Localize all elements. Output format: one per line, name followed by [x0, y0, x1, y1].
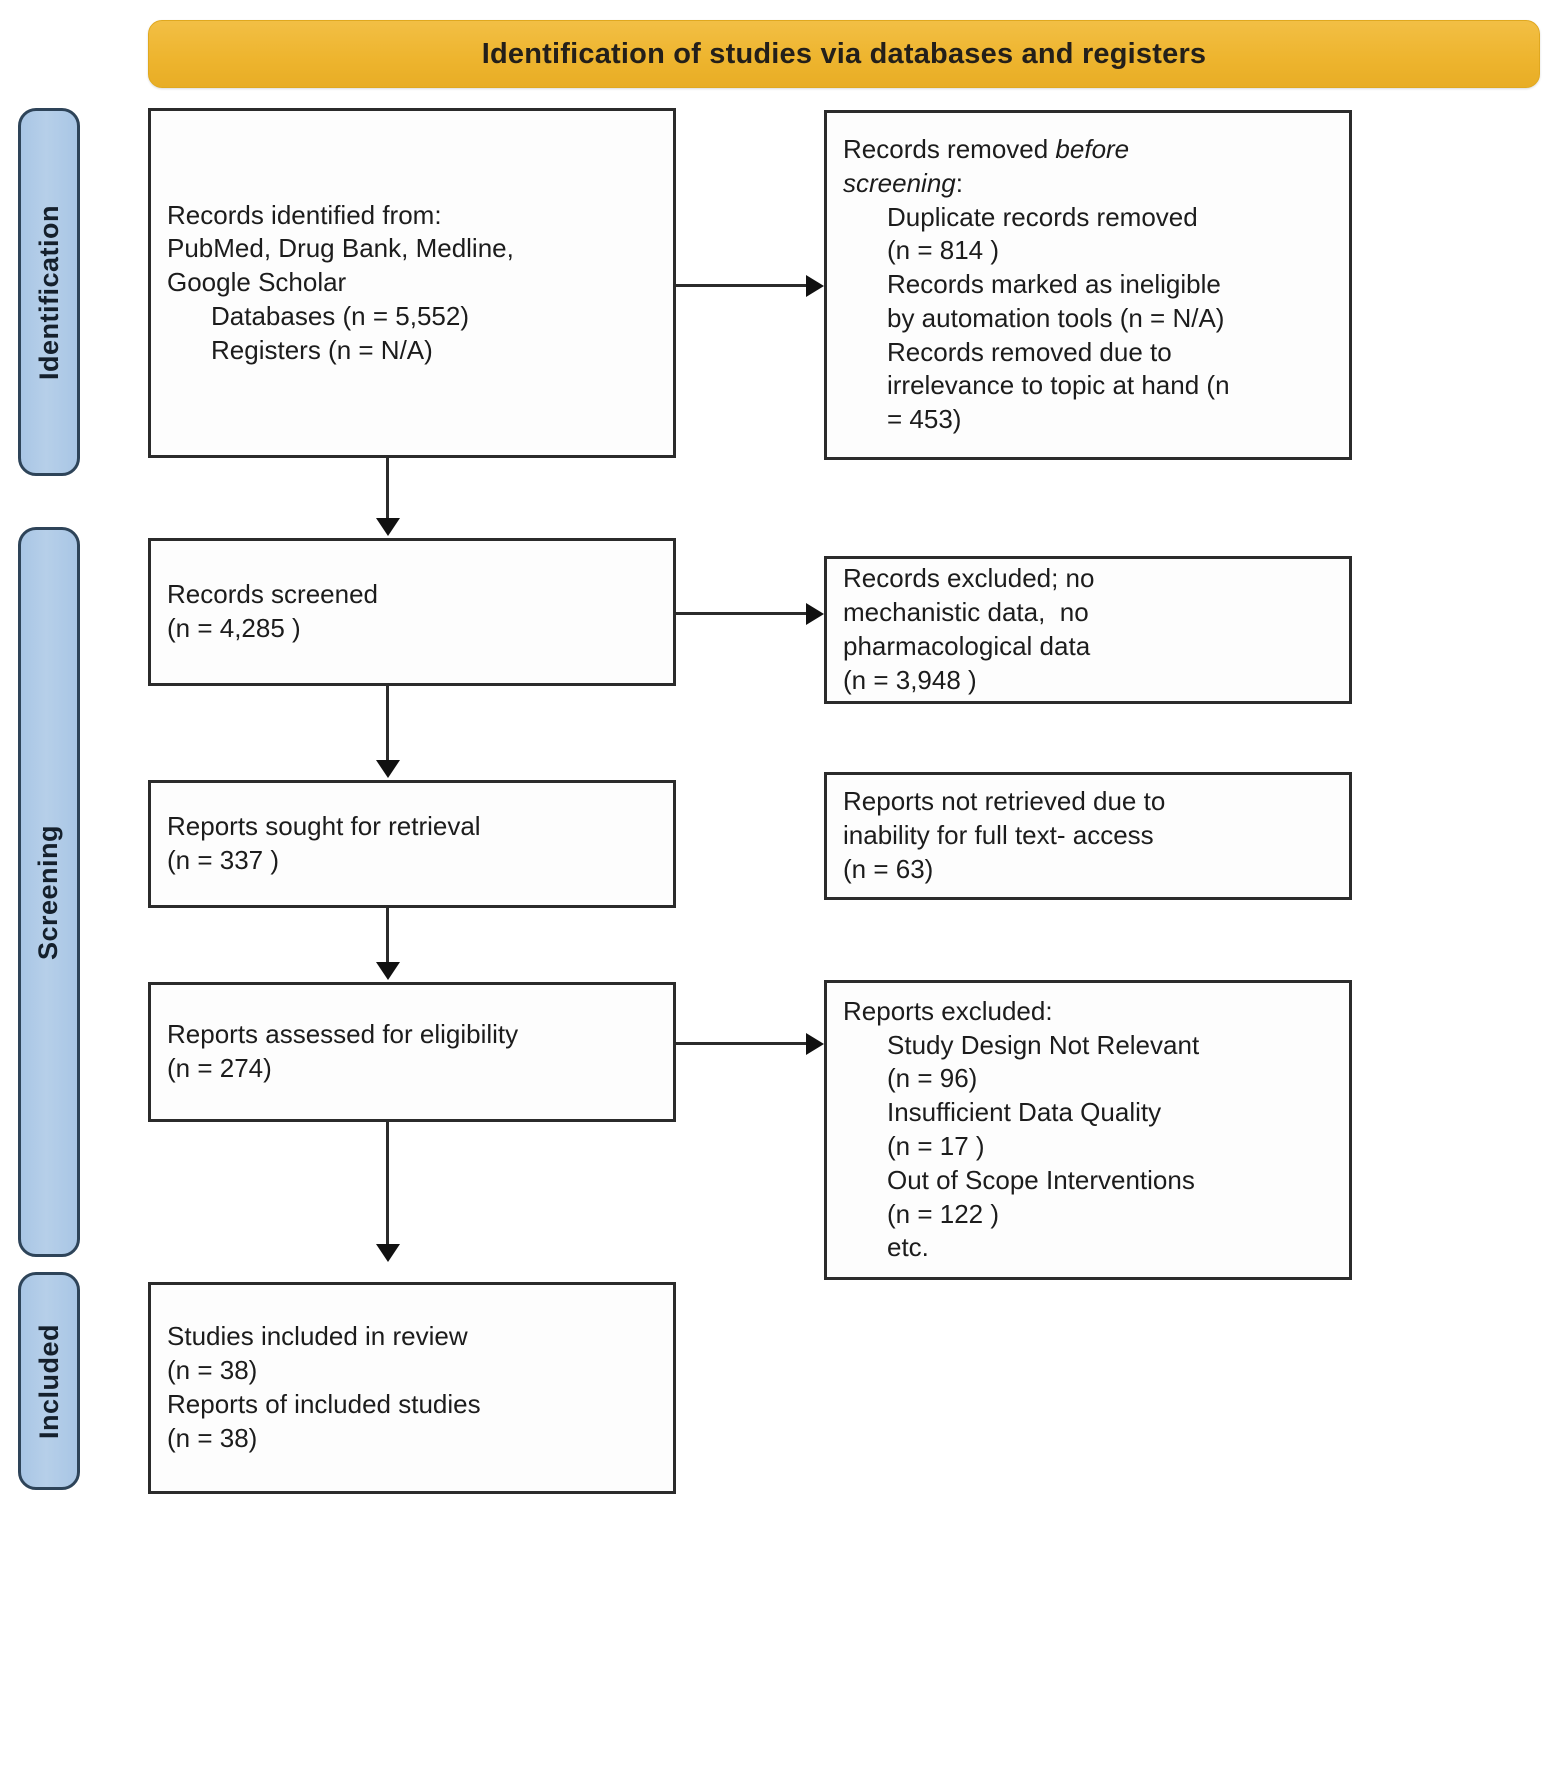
reports-sought-label: Reports sought for retrieval [167, 811, 481, 842]
records-excluded-count: (n = 3,948 ) [843, 664, 977, 695]
phase-rail-identification: Identification [18, 108, 80, 476]
arrow-screened-to-excluded [806, 603, 824, 625]
box-records-excluded: Records excluded; no mechanistic data, n… [824, 556, 1352, 704]
studies-included-count: (n = 38) [167, 1355, 258, 1386]
records-ineligible-automation-line-2: by automation tools (n = N/A) [887, 302, 1225, 333]
records-excluded-line-1: Records excluded; no [843, 563, 1095, 594]
arrow-assessed-to-reports-excluded [806, 1033, 824, 1055]
records-identified-registers-count: Registers (n = N/A) [211, 334, 433, 365]
connector-screened-to-sought [386, 686, 389, 762]
arrow-screened-to-sought [376, 760, 400, 778]
reports-not-retrieved-line-1: Reports not retrieved due to [843, 786, 1166, 817]
connector-screened-to-excluded [676, 612, 806, 615]
records-identified-line-3: Google Scholar [167, 267, 347, 298]
records-excluded-line-3: pharmacological data [843, 631, 1091, 661]
phase-rail-included-label: Included [33, 1323, 64, 1439]
phase-rail-identification-label: Identification [33, 204, 64, 380]
box-reports-not-retrieved: Reports not retrieved due to inability f… [824, 772, 1352, 900]
connector-assessed-to-included [386, 1122, 389, 1246]
connector-identified-to-screened [386, 458, 389, 520]
box-reports-excluded: Reports excluded: Study Design Not Relev… [824, 980, 1352, 1280]
connector-identified-to-removed [676, 284, 806, 287]
reports-not-retrieved-count: (n = 63) [843, 853, 934, 884]
records-identified-databases-count: Databases (n = 5,552) [211, 300, 469, 331]
records-screened-label: Records screened [167, 579, 378, 610]
box-reports-sought-for-retrieval: Reports sought for retrieval (n = 337 ) [148, 780, 676, 908]
connector-assessed-to-reports-excluded [676, 1042, 806, 1045]
arrow-sought-to-assessed [376, 962, 400, 980]
reports-of-included-studies-count: (n = 38) [167, 1422, 258, 1453]
records-ineligible-automation-line-1: Records marked as ineligible [887, 269, 1221, 300]
duplicate-records-removed-count: (n = 814 ) [887, 235, 1000, 266]
phase-rail-screening-label: Screening [33, 824, 64, 960]
reports-excluded-study-design-label: Study Design Not Relevant [887, 1029, 1200, 1060]
reports-excluded-data-quality-count: (n = 17 ) [887, 1131, 985, 1161]
reports-assessed-label: Reports assessed for eligibility [167, 1019, 519, 1050]
reports-excluded-etc: etc. [887, 1232, 929, 1263]
arrow-assessed-to-included [376, 1244, 400, 1262]
records-identified-line-1: Records identified from: [167, 199, 442, 230]
reports-assessed-count: (n = 274) [167, 1053, 272, 1083]
phase-rail-included: Included [18, 1272, 80, 1490]
records-removed-irrelevance-line-2: irrelevance to topic at hand (n [887, 370, 1230, 401]
diagram-title: Identification of studies via databases … [481, 37, 1207, 70]
arrow-identified-to-removed [806, 275, 824, 297]
reports-excluded-data-quality-label: Insufficient Data Quality [887, 1097, 1162, 1128]
connector-sought-to-assessed [386, 908, 389, 964]
studies-included-label: Studies included in review [167, 1321, 468, 1352]
reports-excluded-study-design-count: (n = 96) [887, 1063, 978, 1094]
records-removed-heading-line-1: Records removed before [843, 133, 1130, 164]
reports-sought-count: (n = 337 ) [167, 845, 280, 875]
box-records-removed-before-screening: Records removed before screening: Duplic… [824, 110, 1352, 460]
box-studies-included: Studies included in review (n = 38) Repo… [148, 1282, 676, 1494]
box-records-screened: Records screened (n = 4,285 ) [148, 538, 676, 686]
diagram-header-banner: Identification of studies via databases … [148, 20, 1540, 88]
records-removed-heading-line-2: screening: [843, 167, 963, 198]
records-removed-irrelevance-count: = 453) [887, 404, 962, 435]
reports-excluded-out-of-scope-count: (n = 122 ) [887, 1198, 1000, 1229]
records-removed-irrelevance-line-1: Records removed due to [887, 336, 1172, 367]
reports-not-retrieved-line-2: inability for full text- access [843, 820, 1154, 851]
arrow-identified-to-screened [376, 518, 400, 536]
reports-of-included-studies-label: Reports of included studies [167, 1389, 481, 1419]
records-identified-line-2: PubMed, Drug Bank, Medline, [167, 233, 514, 264]
reports-excluded-heading: Reports excluded: [843, 995, 1053, 1026]
phase-rail-screening: Screening [18, 527, 80, 1257]
records-excluded-line-2: mechanistic data, no [843, 597, 1089, 628]
box-records-identified: Records identified from: PubMed, Drug Ba… [148, 108, 676, 458]
duplicate-records-removed-label: Duplicate records removed [887, 201, 1198, 232]
reports-excluded-out-of-scope-label: Out of Scope Interventions [887, 1164, 1195, 1195]
records-screened-count: (n = 4,285 ) [167, 613, 301, 643]
box-reports-assessed-for-eligibility: Reports assessed for eligibility (n = 27… [148, 982, 676, 1122]
